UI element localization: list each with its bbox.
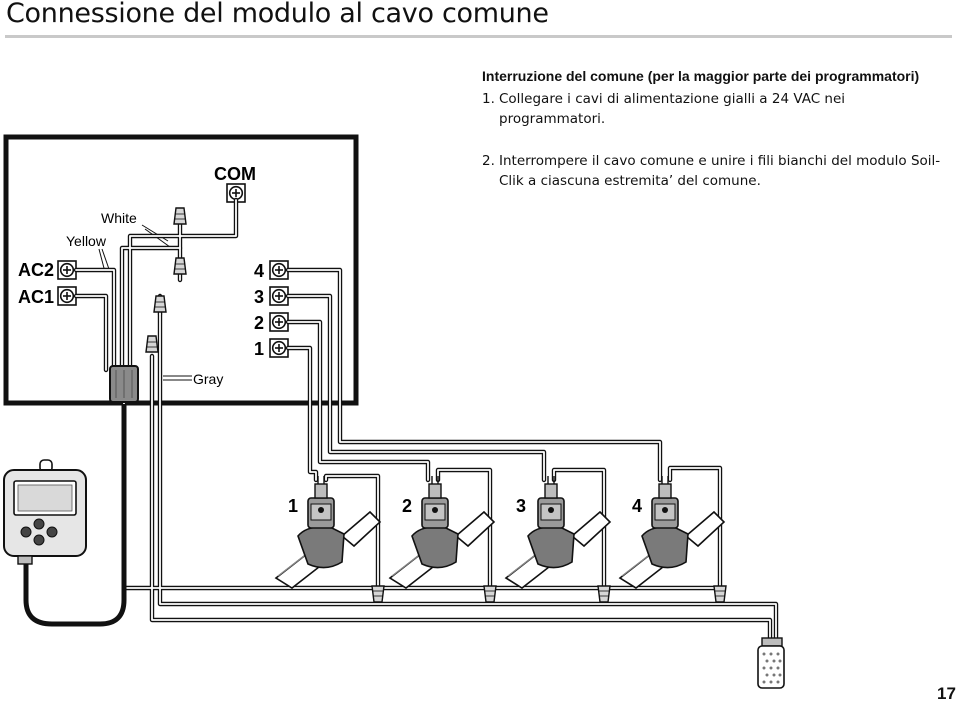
valve-3 [505, 475, 611, 589]
ac2-label: AC2 [18, 260, 54, 280]
instruction-step-2: 2. Interrompere il cavo comune e unire i… [482, 151, 942, 191]
step-number: 2. [482, 153, 495, 169]
white-wire-label: White [101, 210, 137, 226]
wire-nut-valve-2 [483, 585, 497, 603]
ac1-label: AC1 [18, 287, 54, 307]
terminal-4 [269, 260, 289, 280]
valve-4-label: 4 [632, 496, 642, 516]
instructions-panel: Interruzione del comune (per la maggior … [482, 67, 942, 191]
wire-nut-split [173, 257, 187, 275]
terminal-ac1 [57, 286, 77, 306]
wire-nut-com [173, 207, 187, 225]
valve-3-label: 3 [516, 496, 526, 516]
page-number: 17 [937, 684, 956, 703]
terminal-2-label: 2 [254, 313, 264, 333]
terminal-ac2 [57, 260, 77, 280]
terminal-3-label: 3 [254, 287, 264, 307]
valve-2-label: 2 [402, 496, 412, 516]
terminal-4-label: 4 [254, 261, 264, 281]
valve-4 [619, 475, 725, 589]
valve-2 [389, 475, 495, 589]
step-text: Interrompere il cavo comune e unire i fi… [499, 153, 941, 189]
terminal-1-label: 1 [254, 339, 264, 359]
step-text: Collegare i cavi di alimentazione gialli… [499, 91, 846, 127]
wire-nut-valve-4 [713, 585, 727, 603]
wire-nut-valve-1 [371, 585, 385, 603]
valve-1-label: 1 [288, 496, 298, 516]
instructions-heading: Interruzione del comune (per la maggior … [482, 68, 920, 84]
gray-wire-label: Gray [193, 371, 223, 387]
yellow-wire-label: Yellow [66, 233, 107, 249]
step-number: 1. [482, 91, 495, 107]
soil-sensor-probe [757, 637, 785, 689]
terminal-2 [269, 312, 289, 332]
terminal-1 [269, 338, 289, 358]
wire-nut-gray-a [153, 295, 167, 313]
wire-nut-gray-b [145, 335, 159, 353]
page-title: Connessione del modulo al cavo comune [6, 0, 549, 29]
module-cable [23, 404, 127, 627]
title-divider [5, 35, 952, 38]
valve-1 [275, 475, 381, 589]
wire-nut-valve-3 [597, 585, 611, 603]
com-label: COM [214, 164, 256, 184]
instruction-step-1: 1. Collegare i cavi di alimentazione gia… [482, 89, 942, 129]
terminal-3 [269, 286, 289, 306]
soil-clik-module [3, 459, 87, 565]
